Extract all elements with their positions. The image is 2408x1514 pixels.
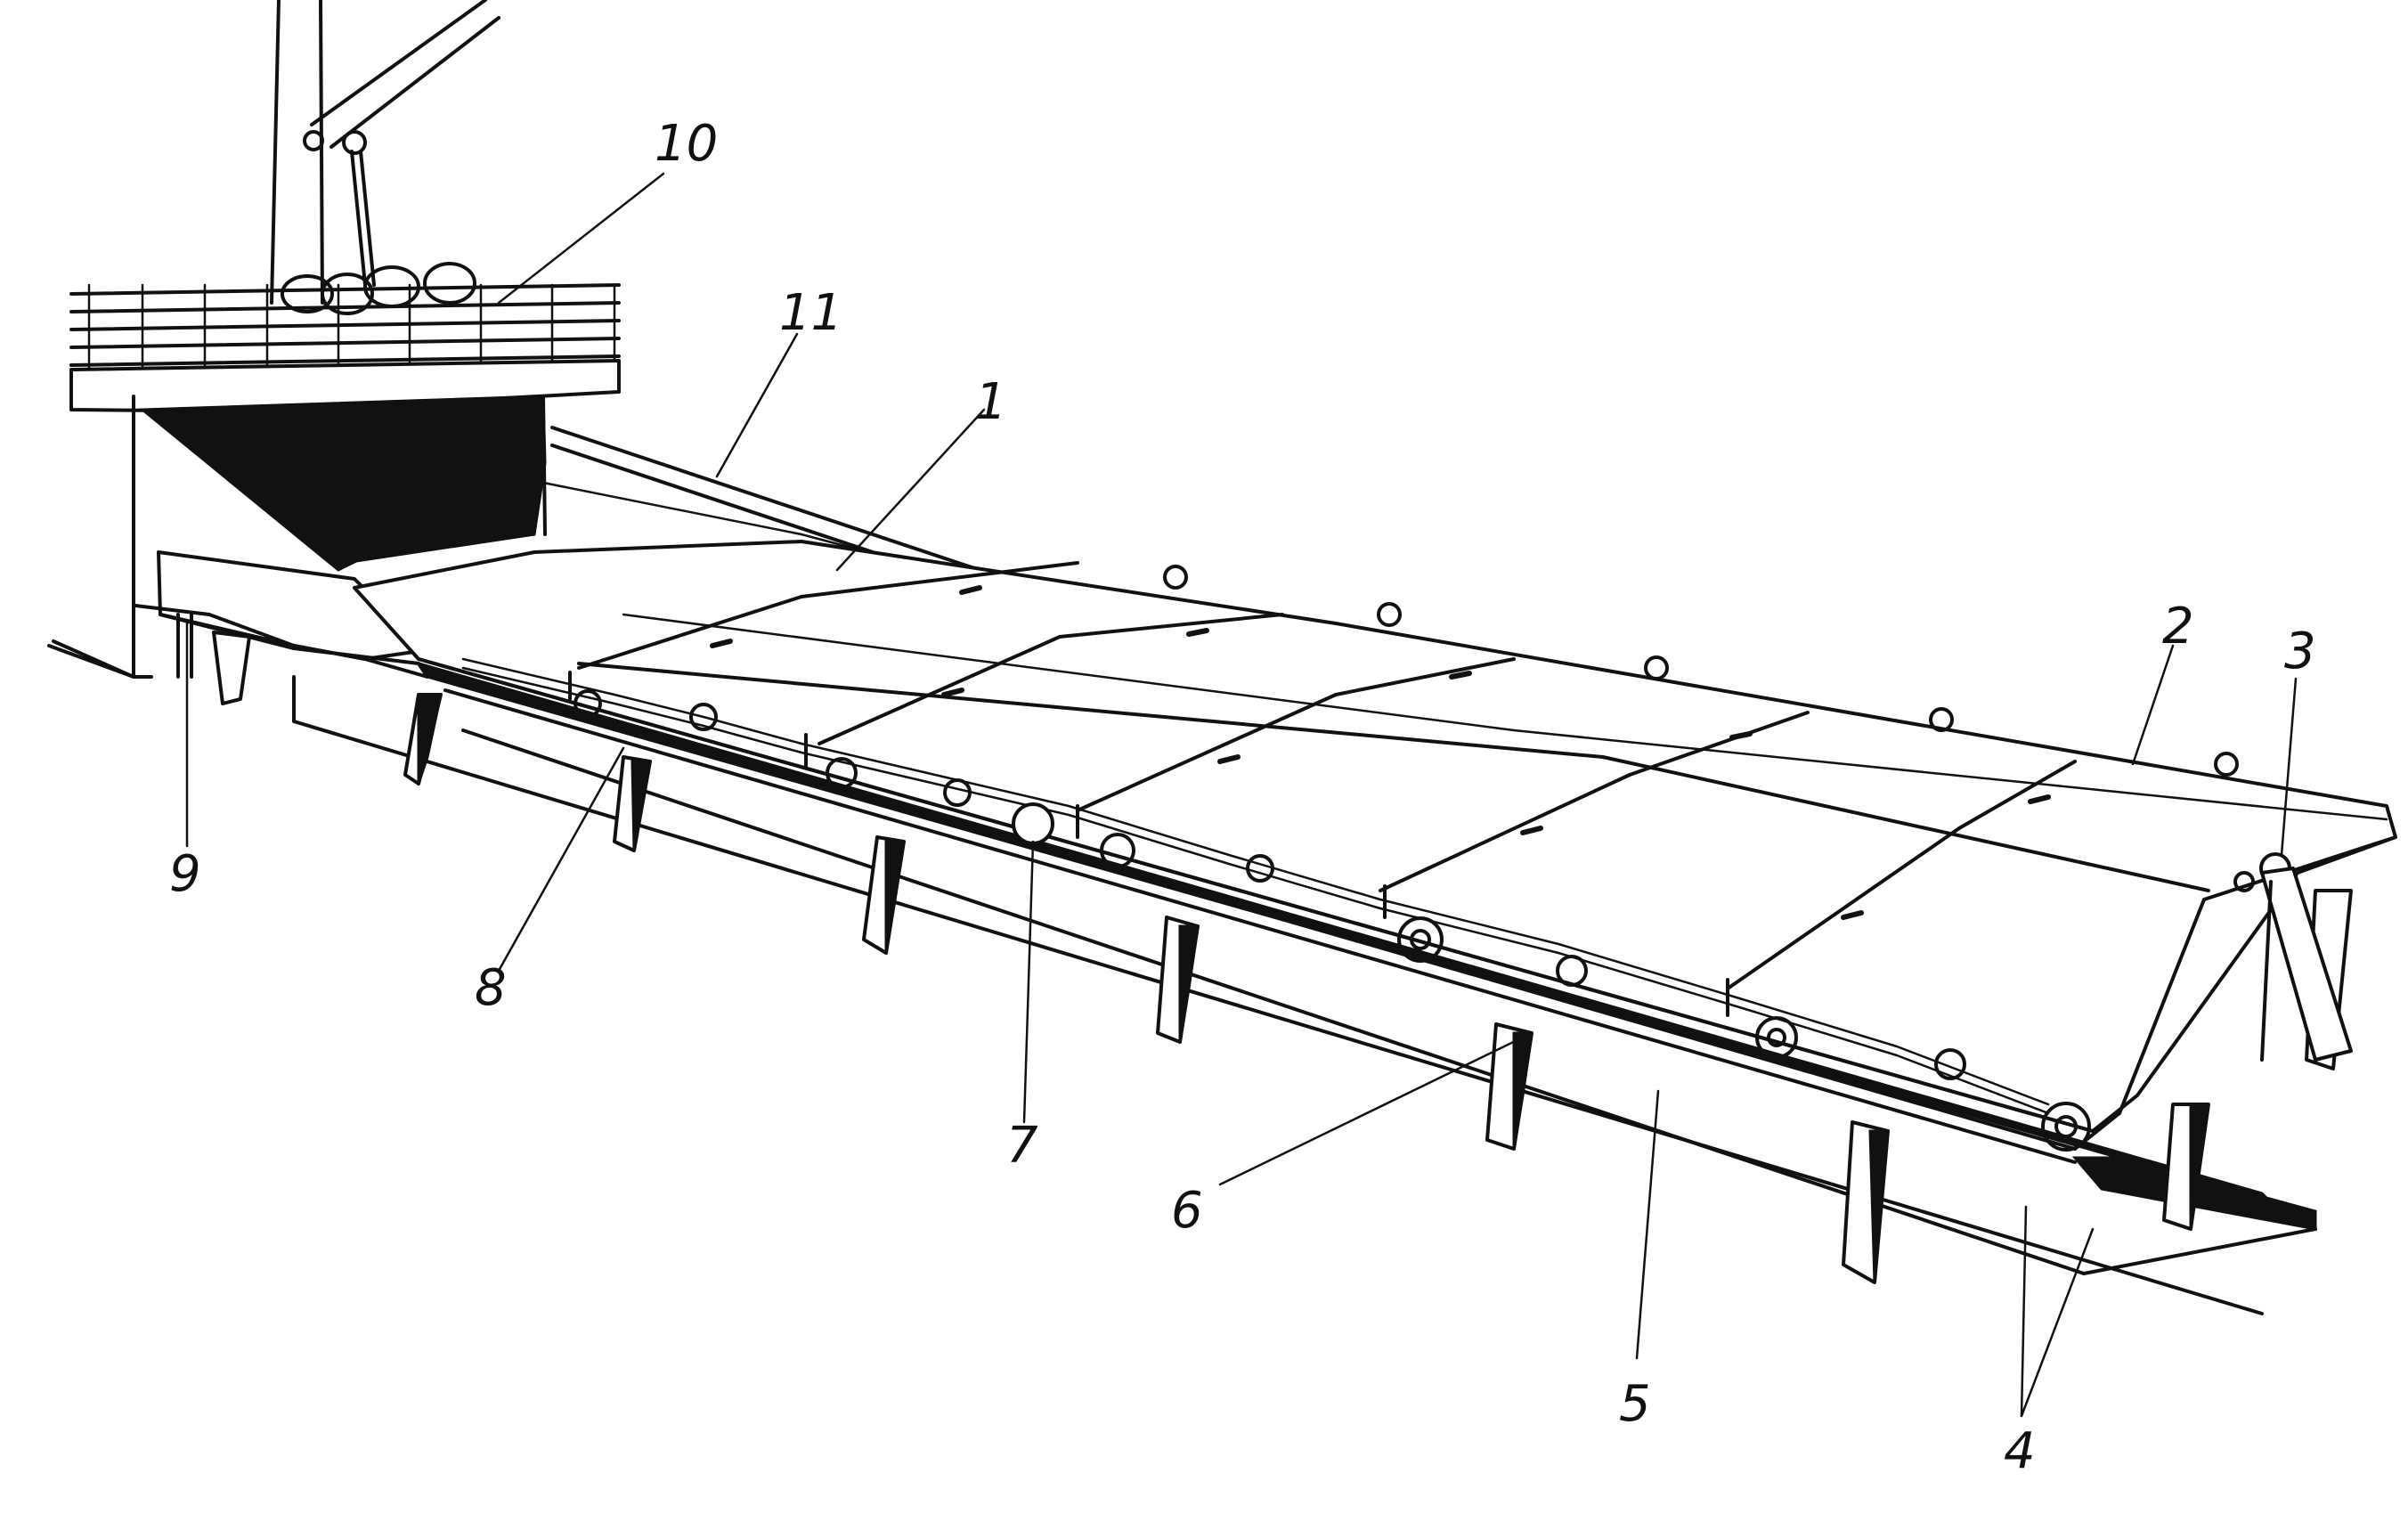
callout-7: 7: [1006, 1117, 1038, 1175]
running-wheels: [574, 565, 2255, 1152]
mast-and-crane: [270, 0, 500, 305]
leader-lines: [185, 172, 2298, 1418]
callout-10: 10: [655, 115, 718, 173]
coaming-brackets: [403, 693, 2353, 1284]
winch-deck-house: [52, 262, 621, 679]
callout-6: 6: [1171, 1182, 1203, 1240]
callout-11: 11: [779, 284, 842, 342]
hatch-cover-panels: [353, 540, 2397, 1151]
stowage-platform: [134, 550, 429, 705]
callout-labels: 1 2 3 4 5 6 7 8 9 10 11: [169, 115, 2316, 1480]
callout-4: 4: [2004, 1422, 2036, 1480]
callout-1: 1: [975, 373, 1007, 431]
callout-8: 8: [475, 959, 507, 1017]
callout-9: 9: [169, 845, 201, 903]
callout-2: 2: [2162, 598, 2194, 655]
callout-3: 3: [2284, 623, 2316, 680]
end-stop-stand: [2259, 852, 2353, 1062]
ship-deck: [47, 550, 135, 679]
side-rail-and-chain: [443, 657, 2077, 1164]
callout-5: 5: [1619, 1375, 1651, 1433]
